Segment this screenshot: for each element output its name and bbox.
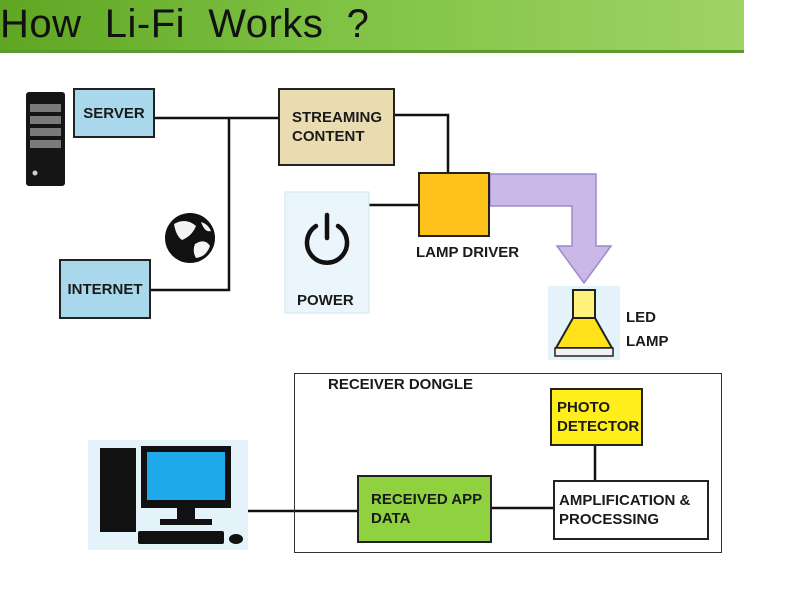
server-tower-icon xyxy=(26,92,65,186)
title-banner: How Li-Fi Works ? xyxy=(0,0,744,53)
photo-detector-label: PHOTO DETECTOR xyxy=(557,399,640,435)
server-box: SERVER xyxy=(73,88,155,138)
lamp-driver-label: LAMP DRIVER xyxy=(416,244,520,261)
light-beam-arrow-icon xyxy=(489,173,613,285)
amplification-processing-label: AMPLIFICATION & PROCESSING xyxy=(559,492,691,528)
receiver-dongle-label: RECEIVER DONGLE xyxy=(328,376,474,393)
desktop-computer-icon xyxy=(88,440,248,550)
globe-icon xyxy=(165,213,215,263)
page-title: How Li-Fi Works ? xyxy=(0,2,370,46)
power-icon xyxy=(284,191,370,314)
internet-label: INTERNET xyxy=(67,280,143,298)
received-app-data-box: RECEIVED APP DATA xyxy=(357,475,492,543)
led-lamp-icon xyxy=(548,286,620,360)
power-label: POWER xyxy=(297,292,354,309)
streaming-content-box: STREAMING CONTENT xyxy=(278,88,395,166)
line-internet-uplink xyxy=(151,118,231,292)
amplification-processing-box: AMPLIFICATION & PROCESSING xyxy=(553,480,709,540)
lamp-driver-box xyxy=(418,172,490,237)
received-app-data-label: RECEIVED APP DATA xyxy=(371,491,482,527)
internet-box: INTERNET xyxy=(59,259,151,319)
receiver-dongle-frame xyxy=(294,373,722,553)
photo-detector-box: PHOTO DETECTOR xyxy=(550,388,643,446)
server-label: SERVER xyxy=(83,104,145,122)
led-lamp-label: LED LAMP xyxy=(626,309,669,350)
streaming-content-label: STREAMING CONTENT xyxy=(292,109,382,145)
